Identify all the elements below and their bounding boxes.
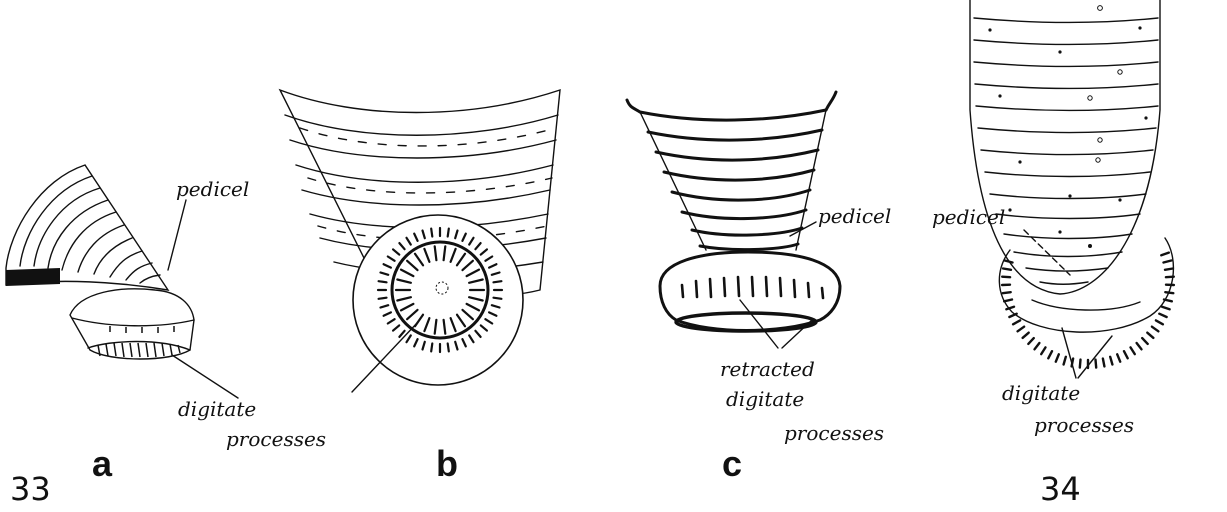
- process-mark: [431, 229, 432, 237]
- process-mark: [1002, 277, 1010, 278]
- panel-label-c: c: [722, 443, 742, 484]
- process-mark: [494, 298, 502, 299]
- process-mark: [1018, 327, 1025, 332]
- figure-number-34: 34: [1040, 470, 1081, 508]
- drawing-a-cone: [6, 165, 168, 290]
- process-mark: [1028, 338, 1034, 344]
- label-pedicel-c: pedicel: [818, 204, 891, 228]
- process-mark: [1048, 351, 1052, 358]
- process-mark: [1166, 277, 1174, 278]
- leader-digitate-a: [172, 355, 238, 398]
- label-pedicel-a: pedicel: [176, 177, 249, 201]
- process-mark: [1003, 269, 1011, 270]
- label-processes-34: processes: [1034, 413, 1134, 437]
- process-mark: [494, 281, 502, 282]
- process-mark: [1013, 320, 1020, 324]
- process-mark: [1164, 261, 1172, 263]
- process-mark: [1005, 261, 1013, 263]
- process-mark: [1162, 307, 1170, 310]
- panel-label-a: a: [92, 443, 113, 484]
- leader-retracted-c-1: [740, 300, 778, 348]
- process-mark: [1103, 359, 1105, 367]
- label-digitate-a: digitate: [178, 397, 256, 421]
- process-mark: [1064, 357, 1066, 365]
- label-pedicel-34: pedicel: [932, 205, 1005, 229]
- label-digitate-c: digitate: [726, 387, 804, 411]
- drawing-34-pores: [988, 6, 1147, 248]
- process-mark: [1023, 333, 1029, 338]
- process-mark: [431, 344, 432, 352]
- figure-number-33: 33: [10, 470, 51, 508]
- process-mark: [1035, 343, 1040, 349]
- process-mark: [1131, 347, 1135, 354]
- process-mark: [1165, 269, 1173, 270]
- process-mark: [1056, 354, 1059, 361]
- process-mark: [448, 229, 449, 237]
- drawing-c-cone: [627, 92, 836, 250]
- drawing-c-foot: [660, 252, 840, 331]
- process-mark: [1142, 338, 1148, 344]
- leader-retracted-c-2: [782, 320, 812, 348]
- drawing-c-processes: [682, 277, 823, 298]
- process-mark: [1147, 333, 1153, 338]
- process-mark: [1041, 347, 1045, 354]
- process-mark: [1124, 351, 1128, 358]
- process-mark: [1004, 300, 1012, 302]
- process-mark: [1165, 292, 1173, 293]
- leader-digitate-34-2: [1078, 336, 1112, 378]
- leader-pedicel-a: [168, 200, 186, 270]
- process-mark: [1009, 314, 1016, 317]
- leader-digitate-34-1: [1062, 328, 1076, 378]
- label-retracted-c: retracted: [720, 357, 815, 381]
- process-mark: [1161, 253, 1169, 256]
- process-mark: [1156, 320, 1163, 324]
- drawing-34-body: [970, 0, 1160, 294]
- drawing-a-foot: [70, 289, 194, 359]
- process-mark: [1137, 343, 1142, 349]
- process-mark: [1159, 314, 1166, 317]
- label-processes-a: processes: [226, 427, 326, 451]
- process-mark: [379, 281, 387, 282]
- process-mark: [448, 344, 449, 352]
- process-mark: [1110, 357, 1112, 365]
- label-processes-c: processes: [784, 421, 884, 445]
- process-mark: [1080, 360, 1081, 368]
- drawing-b-foot: [353, 215, 523, 385]
- label-digitate-34: digitate: [1002, 381, 1080, 405]
- process-mark: [1117, 354, 1120, 361]
- panel-label-b: b: [436, 443, 458, 484]
- process-mark: [1152, 327, 1159, 332]
- process-mark: [379, 298, 387, 299]
- process-mark: [1096, 360, 1097, 368]
- process-mark: [1003, 292, 1011, 293]
